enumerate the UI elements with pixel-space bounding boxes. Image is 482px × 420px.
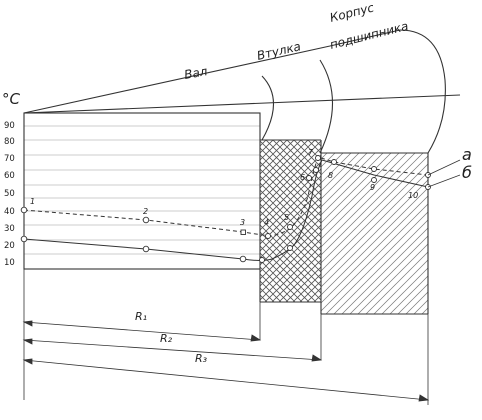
- point-label: 1: [30, 197, 35, 206]
- sleeve-label: Втулка: [256, 39, 303, 63]
- point-label: 5: [284, 213, 289, 222]
- tick-label: 80: [4, 137, 15, 147]
- sleeve-section: [260, 140, 321, 302]
- point-label: 4: [264, 218, 269, 227]
- curve-markers: [20, 155, 431, 263]
- radius-label-r1: R₁: [135, 310, 147, 323]
- curve-label-b: б: [462, 163, 472, 182]
- point-labels: 1 2 3 4 5 6 7 8 9 10: [30, 148, 418, 227]
- housing-label-line1: Корпус: [328, 0, 375, 25]
- point-label: 3: [240, 218, 245, 227]
- radius-label-r3: R₃: [195, 352, 208, 365]
- shaft-label: Вал: [183, 64, 209, 82]
- gridlines: [24, 125, 260, 255]
- outlines: [23, 29, 461, 315]
- radius-label-r2: R₂: [160, 332, 173, 345]
- axis-ticks: 90 80 70 60 50 40 30 20 10: [4, 121, 15, 268]
- point-label: 10: [408, 191, 418, 200]
- curve-label-a: а: [462, 145, 472, 164]
- temperature-unit-label: °С: [2, 90, 21, 108]
- housing-label-line2: подшипника: [328, 19, 409, 52]
- tick-label: 60: [4, 171, 15, 181]
- point-label: 6: [300, 173, 305, 182]
- point-label: 7: [308, 148, 314, 157]
- temperature-curve-a: [23, 156, 429, 237]
- tick-label: 90: [4, 121, 15, 131]
- radius-dimensions: [22, 269, 430, 405]
- curve-label-leaders: [427, 159, 461, 188]
- tick-label: 50: [4, 189, 15, 199]
- tick-label: 30: [4, 224, 15, 234]
- point-label: 2: [143, 207, 148, 216]
- point-label: 9: [370, 183, 375, 192]
- tick-label: 20: [4, 241, 15, 251]
- tick-label: 10: [4, 258, 15, 268]
- tick-label: 40: [4, 207, 15, 217]
- tick-label: 70: [4, 154, 15, 164]
- point-label: 8: [328, 171, 333, 180]
